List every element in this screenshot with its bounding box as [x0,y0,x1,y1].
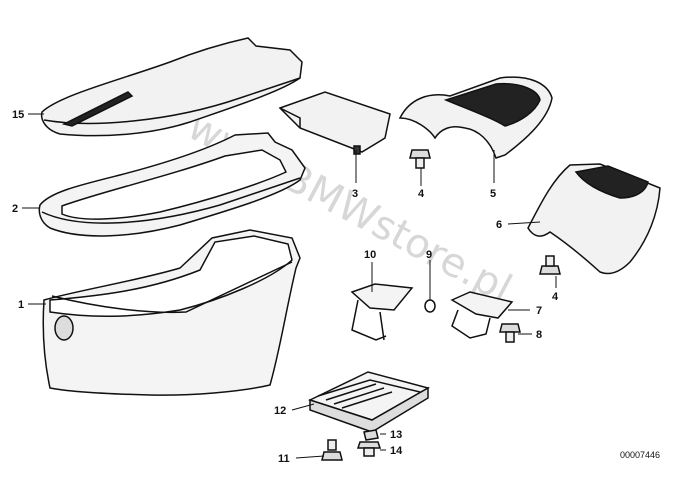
part-10-bracket [350,283,414,341]
callout-9: 9 [426,249,432,261]
leader-lines [22,113,557,459]
callout-10: 10 [364,249,376,261]
callout-4-lower: 4 [552,291,559,303]
part-14-screw [356,441,382,457]
part-9-washer [424,299,436,313]
part-1-storage-tray [42,229,301,396]
part-15-seat-cushion [40,37,303,137]
part-11-bolt [321,439,343,461]
callout-2: 2 [12,203,18,215]
callout-15: 15 [12,109,24,121]
part-8-screw [499,323,521,343]
part-7-bracket [450,291,514,339]
part-4-bolt-upper [409,149,431,169]
callout-13: 13 [390,429,402,441]
reference-number: 00007446 [620,450,660,460]
part-12-plate [307,371,430,433]
part-13-nut [363,429,379,441]
part-6-backrest-shell [527,163,661,275]
part-2-seat-pan [38,132,306,237]
callout-8: 8 [536,329,542,341]
callout-3: 3 [352,188,358,200]
part-5-seat-shell [398,76,553,159]
callout-12: 12 [274,405,286,417]
callout-11: 11 [278,453,290,465]
callout-1: 1 [18,299,24,311]
callout-6: 6 [496,219,502,231]
callout-4-upper: 4 [418,188,425,200]
part-3-cover-lid [278,91,391,155]
callout-5: 5 [490,188,496,200]
callout-7: 7 [536,305,542,317]
part-4-bolt-lower [539,255,561,275]
callout-14: 14 [390,445,403,457]
